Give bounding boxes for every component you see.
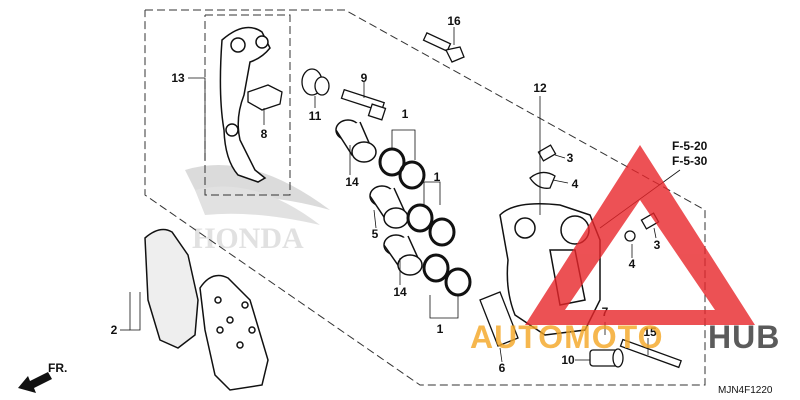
callout-8: 8 [261, 127, 268, 141]
honda-watermark: HONDA [185, 165, 330, 255]
callout-3-right: 3 [654, 238, 661, 252]
bolt-10 [589, 348, 624, 368]
diagram-code: MJN4F1220 [718, 385, 773, 396]
callout-numbers: 16 13 9 8 11 1 12 14 3 4 1 5 14 3 4 2 7 … [111, 14, 661, 375]
callout-1-top: 1 [402, 107, 409, 121]
callout-16: 16 [447, 14, 461, 28]
automotohub-logo: AUTOMOTO HUB [470, 145, 780, 355]
pad-spring-6 [479, 291, 519, 347]
ref-f-5-30: F-5-30 [672, 154, 708, 168]
callout-12: 12 [533, 81, 547, 95]
ref-f-5-20: F-5-20 [672, 139, 708, 153]
pistons [335, 119, 423, 276]
leader-lines [120, 27, 681, 363]
callout-1-mid: 1 [434, 170, 441, 184]
bolt-16 [422, 32, 465, 63]
callout-11: 11 [309, 109, 322, 123]
brake-pads [144, 228, 269, 391]
callout-9: 9 [361, 71, 368, 85]
boot-11 [301, 68, 330, 96]
callout-3-top: 3 [567, 151, 574, 165]
reference-labels: F-5-20 F-5-30 [672, 139, 708, 168]
front-label: FR. [48, 361, 67, 375]
callout-6: 6 [499, 361, 506, 375]
logo-prefix: AUTOMOTO [470, 319, 663, 355]
pin-15 [619, 338, 682, 369]
callout-4-top: 4 [572, 177, 579, 191]
callout-4-right: 4 [629, 257, 636, 271]
caliper-bracket [219, 26, 271, 183]
callout-13: 13 [171, 71, 185, 85]
callout-10: 10 [561, 353, 575, 367]
callout-5: 5 [372, 227, 379, 241]
seal-rings [378, 147, 472, 297]
triangle-logo-icon [525, 145, 755, 325]
caps-4 [529, 171, 636, 242]
callout-15: 15 [643, 325, 657, 339]
clip-8 [247, 84, 283, 111]
logo-suffix: HUB [708, 319, 780, 355]
callout-1-bottom: 1 [437, 322, 444, 336]
callout-14-bottom: 14 [393, 285, 407, 299]
watermark-text: HONDA [192, 222, 304, 255]
front-marker: FR. [18, 361, 67, 393]
front-arrow-icon [18, 372, 52, 393]
pin-9 [340, 88, 387, 121]
callout-2: 2 [111, 323, 118, 337]
callout-14-top: 14 [345, 175, 359, 189]
